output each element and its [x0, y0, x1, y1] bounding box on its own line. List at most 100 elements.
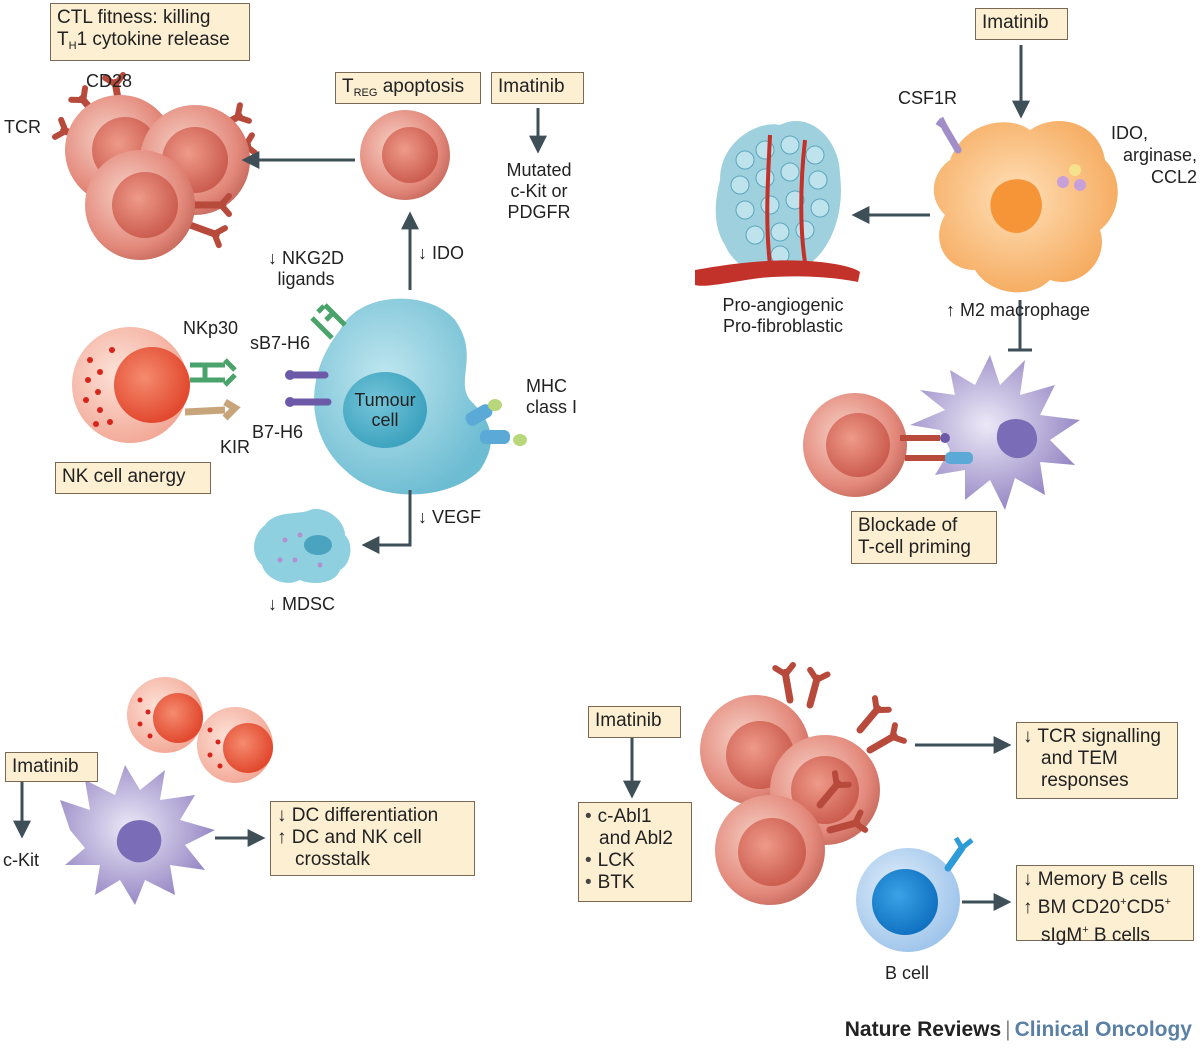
tcr-effect-line3: responses [1041, 770, 1129, 791]
kir-label: KIR [220, 437, 251, 457]
journal-section: Clinical Oncology [1014, 1018, 1192, 1041]
footer-separator: | [1005, 1018, 1011, 1041]
kinase-item-abl2: and Abl2 [599, 828, 673, 849]
mdsc-cell [254, 509, 351, 583]
kinase-item-lck: LCK [585, 850, 685, 872]
ccl2-line: CCL2 [1150, 167, 1197, 187]
sb7h6-label: sB7-H6 [250, 333, 311, 353]
dc-effects-box: ↓ DC differentiation ↑ DC and NK cell cr… [270, 801, 475, 876]
tcr-effect-line1: ↓ TCR signalling [1023, 726, 1161, 747]
nk-cells-bottom [127, 677, 273, 783]
angio-line2: Pro-fibroblastic [722, 316, 844, 336]
mhc-line2: class I [526, 397, 578, 417]
mhc-line1: MHC [526, 376, 567, 396]
m2-macrophage-label: ↑ M2 macrophage [946, 300, 1091, 320]
csf1r-label: CSF1R [898, 88, 958, 108]
tcr-effects-box: ↓ TCR signalling and TEM responses [1016, 722, 1178, 799]
vegf-arrow [361, 490, 412, 554]
nkg2d-line2: ligands [277, 269, 335, 289]
b-cell [856, 836, 974, 952]
ckit-label: c-Kit [3, 850, 39, 870]
ido-arginase-label: IDO, arginase, CCL2 [1097, 122, 1197, 188]
imatinib-box-2: Imatinib [975, 8, 1068, 40]
ctl-fitness-line2: TH1 cytokine release [57, 29, 243, 57]
b-effect-sigm: sIgM [1041, 925, 1083, 946]
t-cell-cluster-bottom [700, 665, 904, 905]
mutated-line2: c-Kit or [510, 181, 568, 201]
mutated-target-label: Mutated c-Kit or PDGFR [494, 160, 584, 223]
tumour-line2: cell [371, 410, 399, 430]
th-rest: 1 cytokine release [76, 29, 230, 50]
dendritic-cell-top [910, 355, 1080, 510]
tumour-cell [314, 298, 491, 495]
b-effect-cd20: ↑ BM CD20 [1023, 897, 1121, 918]
t-cell-cluster [55, 75, 255, 260]
nkp30-receptor-icon [190, 358, 237, 387]
blockade-box: Blockade of T-cell priming [851, 511, 997, 564]
treg-subscript: REG [353, 87, 378, 99]
nk-cell [72, 327, 190, 443]
treg-line: TREG apoptosis [342, 76, 474, 104]
dc-effect-line2: ↑ DC and NK cell [277, 827, 422, 848]
nkp30-label: NKp30 [183, 318, 239, 338]
journal-footer: Nature Reviews|Clinical Oncology [845, 1018, 1192, 1042]
angio-label: Pro-angiogenic Pro-fibroblastic [698, 295, 868, 337]
b7h6-label: B7-H6 [252, 422, 304, 442]
kinase-item-btk: BTK [585, 872, 685, 894]
tumour-vasculature-icon [695, 121, 860, 286]
ido-down-label: ↓ IDO [418, 243, 465, 263]
b-effect-line2: ↑ BM CD20+CD5+ [1023, 891, 1187, 919]
mutated-line3: PDGFR [507, 202, 571, 222]
vegf-down-label: ↓ VEGF [418, 507, 482, 527]
mdsc-down-label: ↓ MDSC [268, 594, 335, 614]
imatinib-box-3: Imatinib [5, 752, 98, 782]
treg-t: T [342, 76, 354, 97]
tumour-cell-label: Tumour cell [350, 390, 420, 430]
journal-name: Nature Reviews [844, 1018, 1002, 1041]
nkg2d-label: ↓ NKG2D ligands [256, 248, 356, 290]
tumour-line1: Tumour [354, 390, 416, 410]
b7h6-ligand-icon [285, 370, 332, 407]
ctl-fitness-line1: CTL fitness: killing [57, 7, 211, 28]
csf1r-receptor-icon [935, 116, 962, 154]
kir-receptor-icon [184, 398, 241, 421]
blockade-line1: Blockade of [858, 515, 958, 536]
t-cell-top-right [803, 393, 973, 497]
nkg2d-ligand-icon [310, 303, 347, 340]
b-cell-effects-box: ↓ Memory B cells ↑ BM CD20+CD5+ sIgM+ B … [1016, 865, 1194, 946]
b-effect-bcells: B cells [1088, 925, 1150, 946]
imatinib-box-4: Imatinib [588, 706, 681, 738]
treg-apoptosis-box: TREG apoptosis [335, 72, 481, 104]
inhibition-bar [1008, 300, 1032, 352]
angio-line1: Pro-angiogenic [722, 295, 844, 315]
arginase-line: arginase, [1122, 145, 1197, 165]
ido-line: IDO, [1111, 123, 1149, 143]
b-effect-line1: ↓ Memory B cells [1023, 869, 1168, 890]
cd28-label: CD28 [86, 71, 133, 91]
b-effect-sup1: + [1120, 896, 1127, 908]
nkg2d-line1: ↓ NKG2D [267, 248, 345, 268]
mutated-line1: Mutated [506, 160, 572, 180]
b-cell-label: B cell [885, 963, 930, 983]
b-effect-sup3: + [1082, 924, 1089, 936]
kinase-targets-box: c-Abl1 and Abl2 LCK BTK [578, 802, 692, 902]
tcr-label: TCR [4, 117, 41, 137]
treg-rest: apoptosis [377, 76, 465, 97]
mhc-class-i-icon [465, 399, 527, 446]
b-effect-cd5: CD5 [1126, 897, 1165, 918]
tcr-effect-line2: and TEM [1041, 748, 1118, 769]
dendritic-cell-bottom [60, 765, 215, 905]
kinase-item-abl: c-Abl1 [585, 806, 685, 828]
treg-cell [360, 110, 450, 200]
b-effect-sup2: + [1164, 896, 1172, 908]
dc-effect-line1: ↓ DC differentiation [277, 805, 439, 826]
b-effect-line3: sIgM+ B cells [1023, 919, 1187, 947]
mhc-label: MHC class I [526, 376, 577, 418]
nk-anergy-box: NK cell anergy [55, 462, 211, 494]
blockade-line2: T-cell priming [858, 537, 971, 558]
th-letter: T [57, 29, 69, 50]
th-subscript: H [68, 40, 77, 52]
ctl-fitness-box: CTL fitness: killing TH1 cytokine releas… [50, 3, 250, 61]
